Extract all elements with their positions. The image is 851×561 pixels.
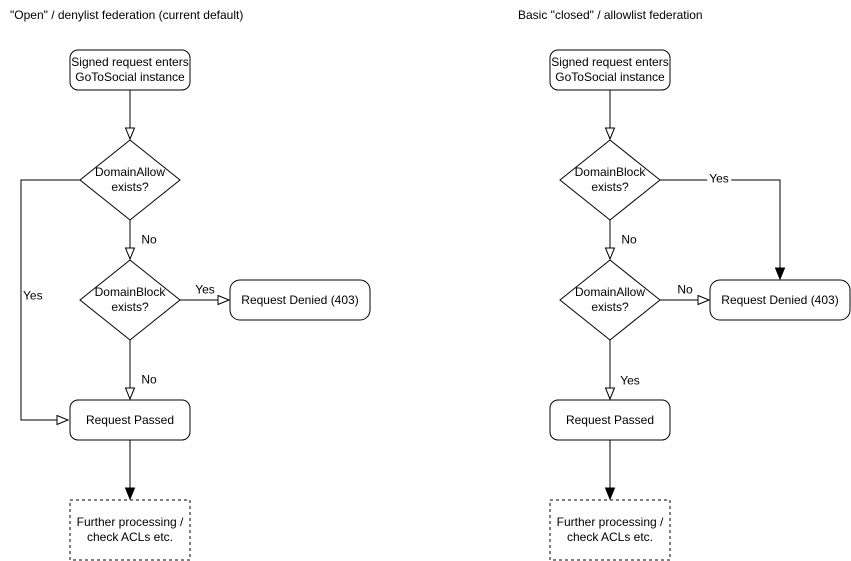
left-flow-title: "Open" / denylist federation (current de… <box>10 8 244 22</box>
node-left-denied-label: Request Denied (403) <box>241 292 359 307</box>
node-left-passed-shape <box>69 399 191 441</box>
node-left-further-label: Further processing / check ACLs etc. <box>76 515 184 544</box>
edge-label-left-domainblock-yes: Yes <box>195 282 215 297</box>
node-right-domainblock-label: DomainBlock exists? <box>574 165 646 194</box>
node-right-further-label: Further processing / check ACLs etc. <box>556 515 664 544</box>
node-right-further-shape <box>549 499 671 561</box>
node-left-domainallow-diamond <box>79 139 181 221</box>
node-left-domainblock-label: DomainBlock exists? <box>94 285 166 314</box>
node-right-start-label: Signed request enters GoToSocial instanc… <box>551 55 669 84</box>
node-right-start-shape <box>549 49 671 91</box>
nodes-right-flow <box>549 49 851 561</box>
edges-left-flow <box>20 90 229 499</box>
node-left-start-shape <box>69 49 191 91</box>
edge-label-right-domainallow-no: No <box>677 282 693 297</box>
node-left-domainblock-diamond <box>79 259 181 341</box>
edge-label-left-domainallow-no: No <box>141 232 157 247</box>
node-right-passed-shape <box>549 399 671 441</box>
edge-label-right-domainblock-yes: Yes <box>707 171 731 186</box>
node-right-domainblock-diamond <box>559 139 661 221</box>
edge-right-domainblock-yes-to-denied <box>660 179 780 279</box>
edge-left-domainallow-yes-to-passed <box>20 179 80 420</box>
node-left-domainallow-label: DomainAllow exists? <box>94 165 166 194</box>
node-left-further-shape <box>69 499 191 561</box>
node-right-domainallow-diamond <box>559 259 661 341</box>
node-left-start-label: Signed request enters GoToSocial instanc… <box>71 55 189 84</box>
node-left-denied-shape <box>229 279 371 321</box>
edge-label-right-domainallow-yes: Yes <box>620 373 640 388</box>
right-flow-title: Basic "closed" / allowlist federation <box>518 8 703 22</box>
node-left-passed-label: Request Passed <box>85 412 175 427</box>
nodes-left-flow <box>69 49 371 561</box>
edge-label-left-domainblock-no: No <box>141 372 157 387</box>
node-right-denied-label: Request Denied (403) <box>721 292 839 307</box>
edges-right-flow <box>610 90 780 499</box>
node-right-domainallow-label: DomainAllow exists? <box>574 285 646 314</box>
node-right-denied-shape <box>709 279 851 321</box>
edge-label-left-domainallow-yes: Yes <box>23 288 43 303</box>
node-right-passed-label: Request Passed <box>565 412 655 427</box>
edge-label-right-domainblock-no: No <box>621 232 637 247</box>
